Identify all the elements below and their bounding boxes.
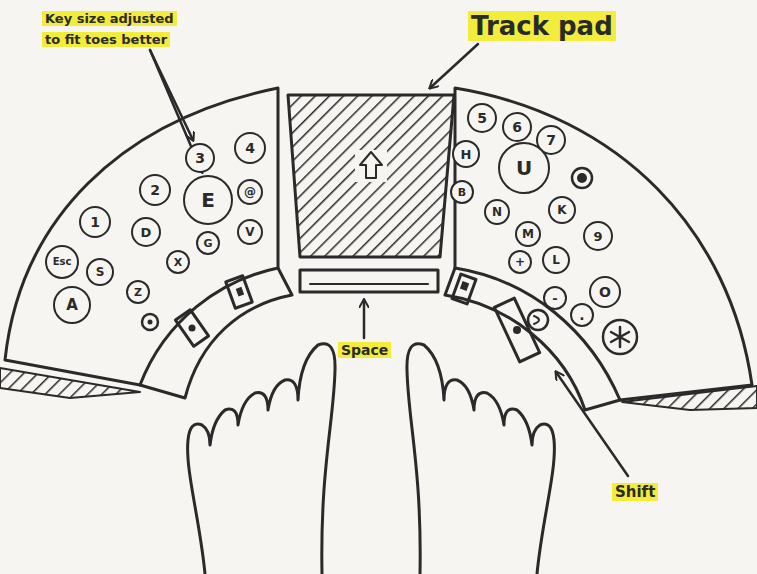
symbol-mark — [534, 316, 539, 324]
key-circle: Esc — [45, 245, 79, 279]
key-panel — [455, 88, 752, 400]
key-circle: A — [53, 286, 91, 324]
key-label: Z — [134, 287, 142, 298]
pedal-mark — [236, 287, 244, 297]
symbol-key — [572, 168, 592, 188]
key-panel — [5, 88, 278, 385]
trackpad-label-box: Track pad — [468, 10, 628, 42]
key-circle: H — [452, 140, 480, 168]
leader-arrow — [556, 372, 628, 476]
symbol-mark — [577, 173, 587, 183]
key-label: 5 — [477, 111, 487, 125]
space-label-box: Space — [338, 340, 408, 360]
key-circle: O — [589, 276, 621, 308]
symbol-mark — [148, 320, 153, 325]
key-label: . — [579, 308, 584, 322]
key-label: 7 — [546, 133, 556, 147]
space-bar — [300, 270, 438, 292]
trackpad-label: Track pad — [468, 11, 616, 41]
shift-label: Shift — [612, 483, 658, 501]
key-circle: U — [498, 142, 550, 194]
key-circle: M — [515, 221, 541, 247]
key-circle: V — [237, 219, 263, 245]
pedal-key — [226, 276, 252, 308]
annotation-note: Key size adjusted to fit toes better — [42, 11, 177, 47]
key-label: B — [458, 187, 466, 198]
key-circle: @ — [237, 179, 263, 205]
key-label: 6 — [512, 120, 522, 134]
key-circle: B — [450, 180, 474, 204]
key-circle: D — [131, 217, 161, 247]
shift-label-box: Shift — [612, 482, 692, 502]
key-circle: 3 — [185, 143, 215, 173]
trackpad — [288, 95, 454, 257]
key-circle: 1 — [79, 206, 111, 238]
key-label: V — [245, 226, 254, 238]
pedal-strip — [140, 268, 292, 398]
pedal-key — [175, 310, 208, 347]
key-label: S — [96, 266, 105, 278]
key-label: 4 — [245, 141, 255, 155]
key-label: D — [141, 226, 152, 239]
pedal-mark — [513, 326, 521, 334]
key-label: O — [599, 285, 611, 299]
annotation-note-box: Key size adjusted to fit toes better — [42, 8, 192, 50]
pedal-mark — [460, 281, 469, 291]
key-label: K — [557, 204, 566, 216]
key-circle: . — [570, 303, 594, 327]
leader-arrow — [430, 44, 478, 88]
key-label: G — [203, 238, 212, 249]
key-label: + — [515, 256, 525, 268]
symbol-key — [603, 320, 637, 354]
symbol-key — [528, 310, 548, 330]
key-circle: + — [508, 250, 532, 274]
cursor-bg — [355, 150, 387, 182]
key-label: N — [492, 206, 502, 218]
key-label: H — [461, 148, 472, 161]
key-circle: 5 — [467, 103, 497, 133]
symbol-mark — [611, 327, 629, 347]
key-circle: 2 — [139, 174, 171, 206]
key-label: A — [66, 298, 78, 313]
key-label: E — [201, 190, 215, 210]
key-label: M — [522, 228, 534, 240]
pedal-strip — [445, 268, 620, 410]
key-label: 3 — [195, 151, 205, 165]
key-circle: G — [196, 231, 220, 255]
key-circle: X — [166, 250, 190, 274]
right-foot — [407, 344, 554, 574]
key-circle: E — [183, 175, 233, 225]
key-label: @ — [244, 186, 256, 198]
key-circle: L — [542, 246, 570, 274]
space-label: Space — [338, 342, 391, 358]
key-circle: - — [543, 286, 567, 310]
symbol-key — [142, 314, 158, 330]
key-circle: S — [86, 258, 114, 286]
key-circle: N — [484, 199, 510, 225]
key-label: X — [174, 257, 182, 268]
left-foot — [188, 344, 335, 574]
key-label: U — [516, 158, 532, 178]
key-label: Esc — [53, 257, 72, 267]
key-circle: K — [548, 196, 576, 224]
key-circle: 9 — [583, 221, 613, 251]
key-label: 1 — [90, 215, 100, 229]
leader-arrow — [363, 300, 366, 338]
key-circle: 4 — [234, 132, 266, 164]
key-label: L — [552, 254, 560, 266]
cursor-arrow — [360, 152, 382, 178]
pedal-mark — [189, 325, 196, 332]
space-bar-line — [310, 283, 428, 285]
key-label: 2 — [150, 183, 160, 197]
key-circle: 6 — [502, 112, 532, 142]
key-circle: Z — [126, 280, 150, 304]
key-label: 9 — [593, 230, 602, 243]
pedal-key — [452, 274, 476, 304]
key-label: - — [552, 292, 557, 305]
